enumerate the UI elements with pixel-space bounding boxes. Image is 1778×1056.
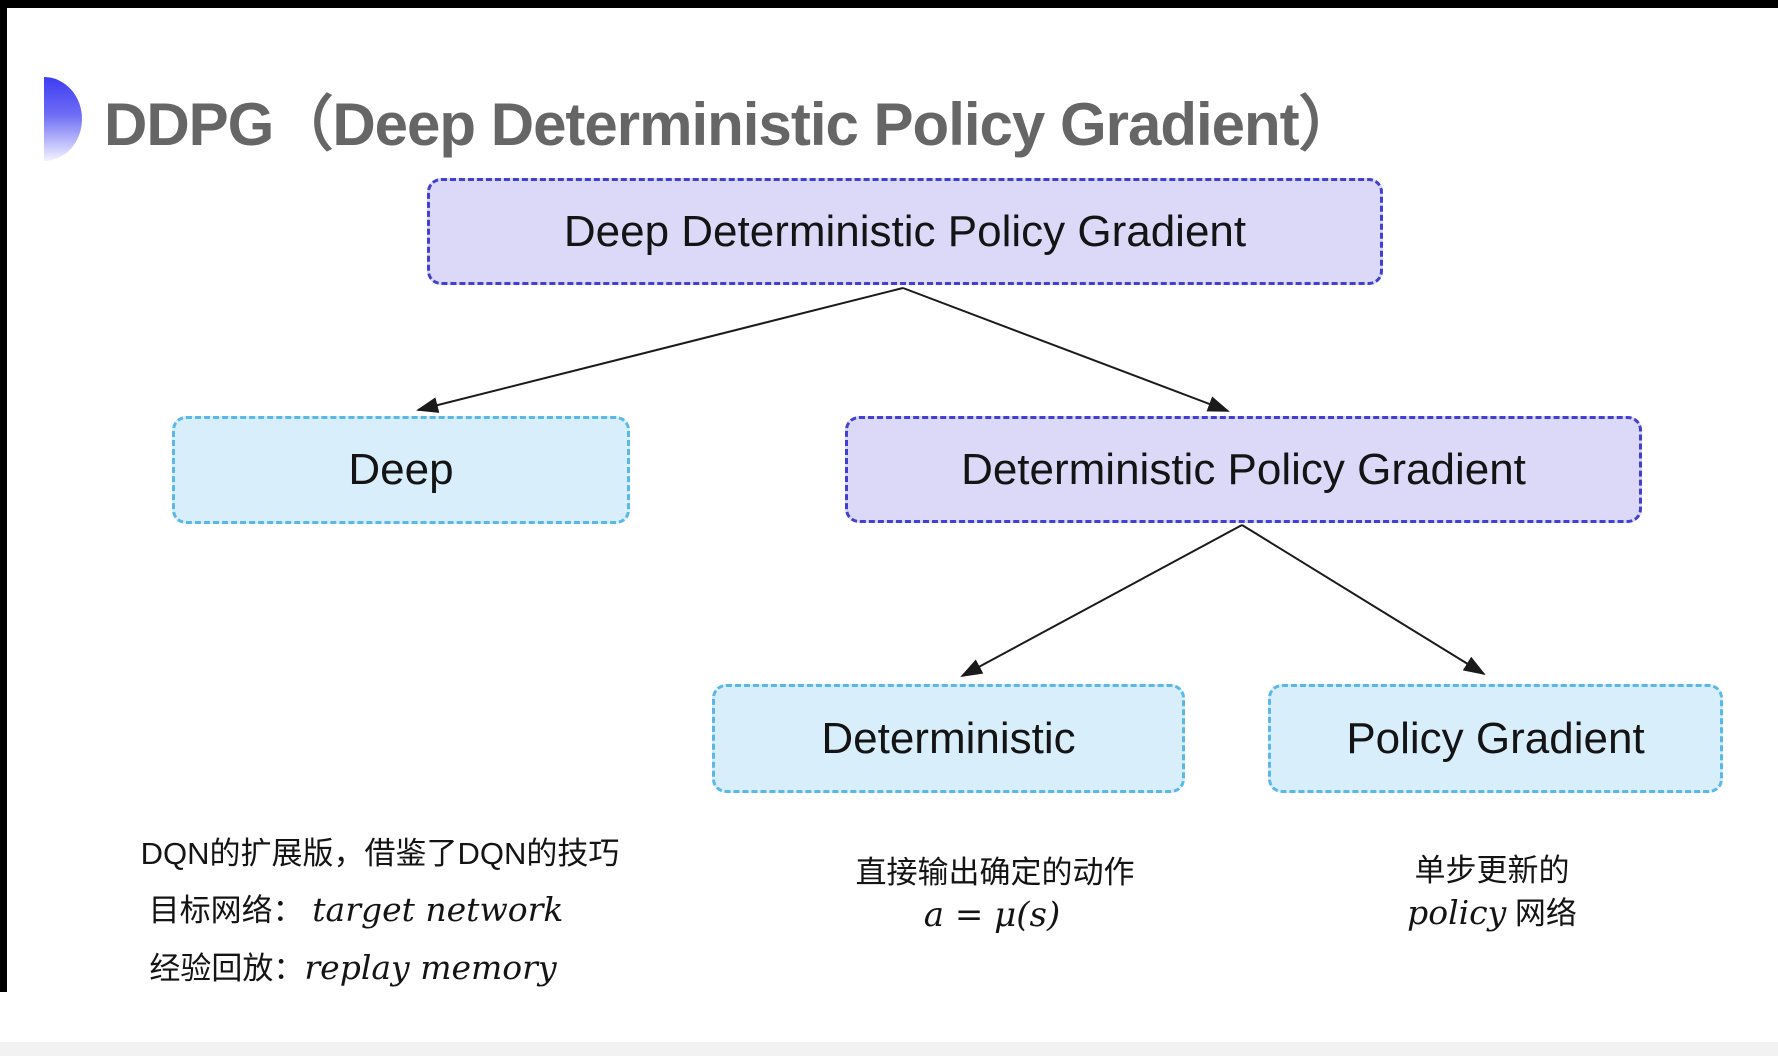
note-deterministic-formula: a = μ(s) [923,895,1061,935]
arrow-root-to-deep [416,287,904,413]
node-dpg: Deterministic Policy Gradient [845,416,1642,523]
node-deterministic: Deterministic [712,684,1185,793]
page-title: DDPG（Deep Deterministic Policy Gradient） [104,90,1359,158]
note-deterministic-line1: 直接输出确定的动作 [855,855,1135,890]
note-deep-line3: 经验回放：replay memory [149,948,556,989]
node-deep: Deep [172,416,630,524]
node-dpg-label: Deterministic Policy Gradient [961,444,1526,494]
bottom-strip [0,1042,1778,1056]
note-deep-line2-label: 目标网络： [148,893,304,928]
note-deep-line2: 目标网络： target network [149,890,564,931]
note-deep-line3-term: replay memory [304,948,557,987]
node-policy-gradient: Policy Gradient [1268,684,1723,793]
note-policy-gradient-suffix: 网络 [1506,896,1577,931]
node-root-label: Deep Deterministic Policy Gradient [563,206,1247,256]
node-deep-label: Deep [348,445,454,494]
note-policy-gradient-term: policy [1407,893,1507,932]
title-bullet-icon [44,77,82,161]
left-border [0,0,7,992]
arrow-dpg-to-deterministic [960,524,1243,677]
arrow-root-to-dpg [902,287,1230,412]
arrow-dpg-to-policy-gradient [1241,524,1486,676]
node-deterministic-label: Deterministic [821,713,1076,763]
node-policy-gradient-label: Policy Gradient [1346,713,1645,763]
note-policy-gradient-line1: 单步更新的 [1414,853,1570,888]
top-border [0,0,1778,8]
title-row: DDPG（Deep Deterministic Policy Gradient） [44,76,1359,162]
note-deep-line2-term: target network [312,890,564,929]
node-root: Deep Deterministic Policy Gradient [427,178,1383,285]
note-deep-line1: DQN的扩展版，借鉴了DQN的技巧 [140,836,620,871]
note-policy-gradient-line2: policy 网络 [1407,893,1577,934]
note-deep-line3-label: 经验回放： [149,951,305,986]
